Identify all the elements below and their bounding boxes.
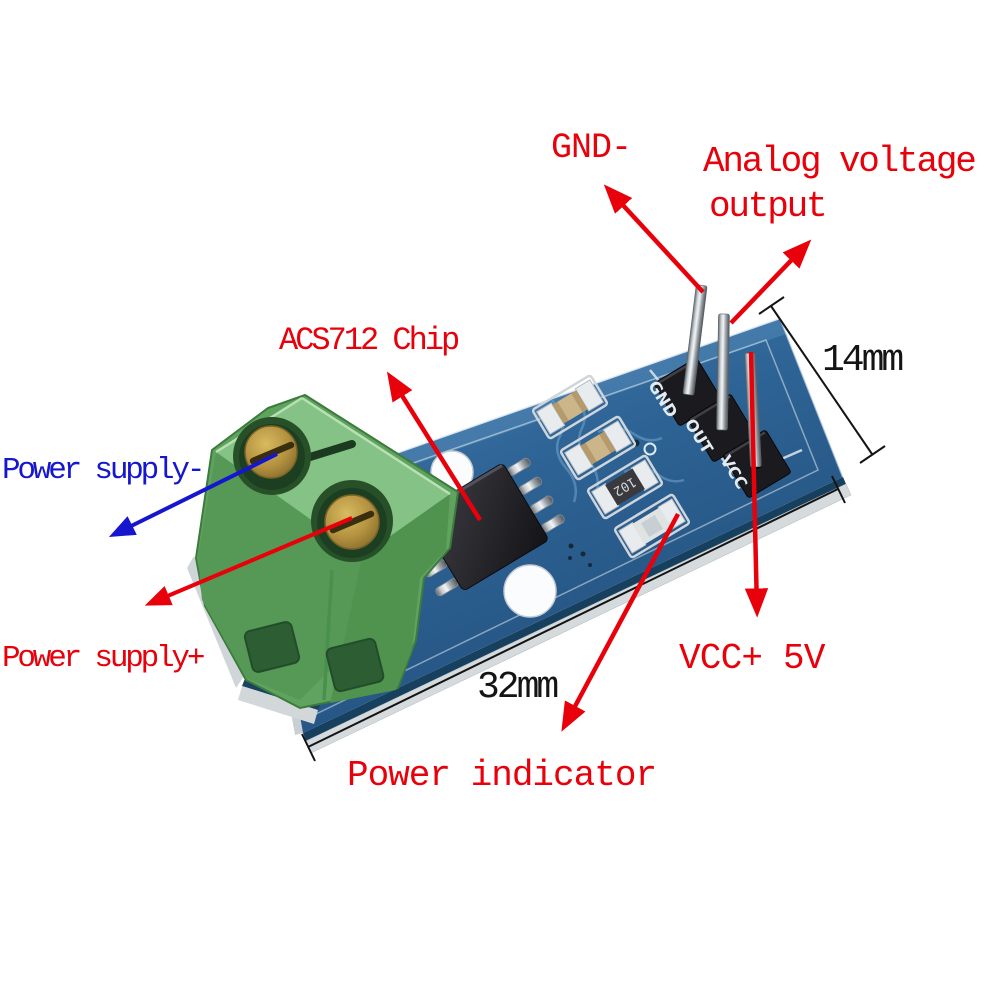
- vcc-label: VCC+ 5V: [679, 638, 825, 679]
- header-pin-out: [716, 313, 730, 431]
- gnd-label: GND-: [551, 128, 632, 168]
- terminal-screw-2: [311, 480, 393, 562]
- power-indicator-label: Power indicator: [347, 755, 657, 796]
- terminal-wire-cavity-1: [243, 621, 301, 673]
- terminal-left-face: [198, 452, 362, 700]
- terminal-wire-cavity-2: [325, 637, 385, 693]
- terminal-front-divider: [322, 569, 334, 701]
- resistor-102: 102: [586, 454, 664, 520]
- power-led: [613, 493, 691, 559]
- pcb-right-highlight: [779, 317, 844, 478]
- terminal-edge-highlight-2: [301, 396, 451, 496]
- capacitor-2: [559, 415, 637, 481]
- length-dimension-line: [301, 475, 846, 762]
- chip-pointer-arrow: [386, 371, 482, 522]
- power-supply-plus-arrow: [144, 516, 353, 606]
- width-dimension-line: [758, 296, 886, 464]
- power-supply-plus-label: Power supply+: [2, 641, 205, 676]
- screw-terminal-block: [194, 393, 460, 710]
- analog-output-arrow: [729, 239, 812, 325]
- power-supply-minus-arrow: [108, 452, 278, 538]
- width-dimension-label: 14mm: [822, 339, 904, 382]
- analog-output-label-line1: Analog voltage: [703, 141, 977, 182]
- power-indicator-arrow: [561, 512, 680, 732]
- terminal-under-edge-silver: [238, 686, 318, 724]
- header-pin-gnd: [682, 284, 708, 396]
- pcb-side-edge: [303, 477, 846, 741]
- capacitor-1: [531, 374, 609, 440]
- silkscreen-circle: [643, 442, 657, 456]
- test-point-dots: [568, 543, 592, 567]
- chip-label: ACS712 Chip: [279, 322, 460, 359]
- mounting-hole-2: [503, 564, 557, 618]
- power-supply-minus-label: Power supply-: [2, 453, 205, 488]
- gnd-arrow: [603, 184, 705, 294]
- vcc-arrow: [744, 351, 769, 618]
- analog-output-label-line2: output: [709, 186, 828, 227]
- length-dimension-label: 32mm: [477, 666, 559, 709]
